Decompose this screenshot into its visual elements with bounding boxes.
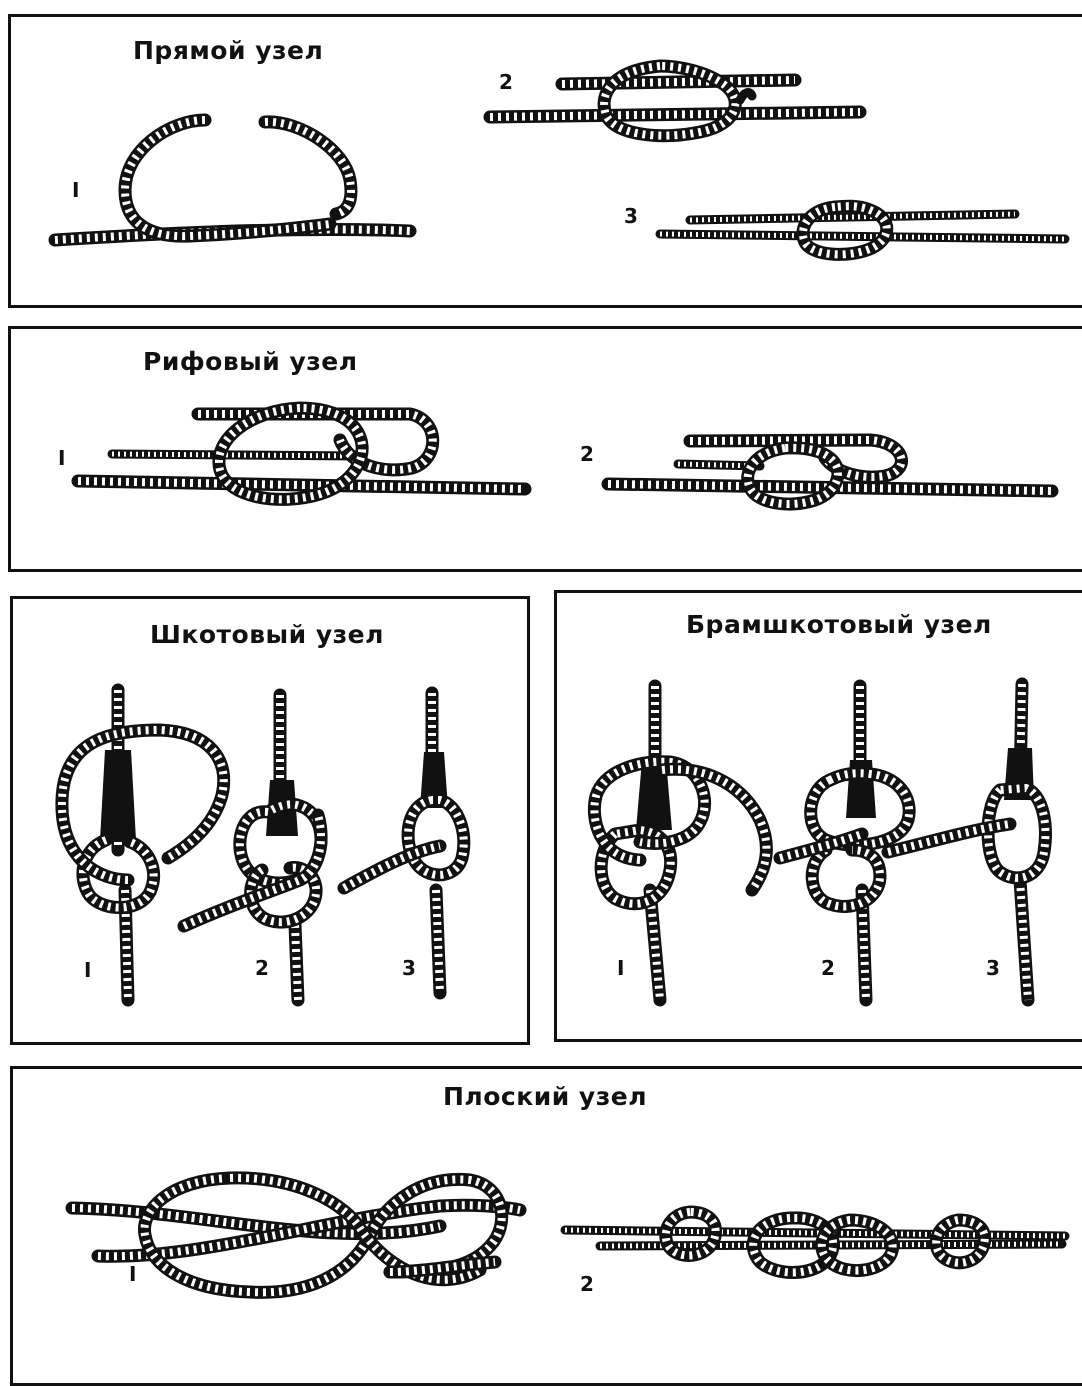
double-sheet-bend-step-1-drawing xyxy=(594,686,766,1000)
sheet-bend-step-3-drawing xyxy=(344,693,464,993)
square-knot-step-3-drawing xyxy=(660,206,1065,254)
sheet-bend-step-1-drawing xyxy=(62,690,224,1000)
carrick-bend-step-2-drawing xyxy=(565,1212,1065,1273)
double-sheet-bend-step-3-drawing xyxy=(888,684,1045,1000)
square-knot-step-1-drawing xyxy=(55,120,410,240)
reef-knot-step-1-drawing xyxy=(78,408,525,499)
reef-knot-step-2-drawing xyxy=(608,440,1052,504)
carrick-bend-step-1-drawing xyxy=(72,1178,520,1292)
square-knot-step-2-drawing xyxy=(490,66,860,136)
double-sheet-bend-step-2-drawing xyxy=(780,686,909,1000)
